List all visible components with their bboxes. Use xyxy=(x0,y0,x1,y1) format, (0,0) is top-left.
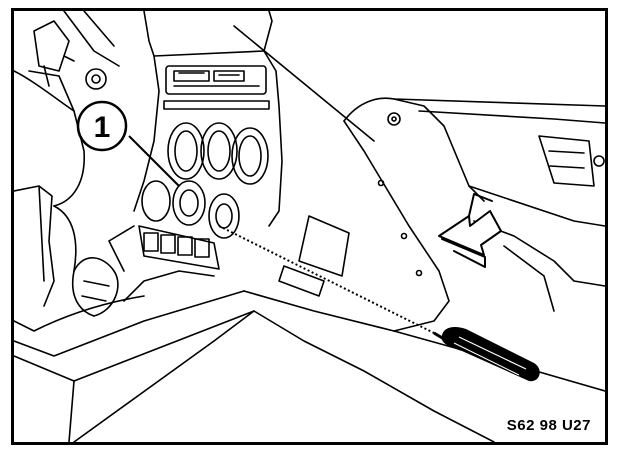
release-path-line xyxy=(218,225,435,334)
center-console xyxy=(108,11,283,272)
callout-1: 1 xyxy=(76,100,180,187)
trim-line xyxy=(233,25,375,142)
illustration-frame: 1 S62 98 U27 xyxy=(11,8,608,445)
gear-shift-tunnel xyxy=(14,185,255,442)
callout-number: 1 xyxy=(94,111,111,144)
dashboard-drawing: 1 xyxy=(14,11,605,442)
lower-panel-cover xyxy=(73,215,605,442)
figure-reference-code: S62 98 U27 xyxy=(504,417,593,434)
glovebox-panel xyxy=(343,97,605,332)
removal-arrow xyxy=(438,193,502,268)
screwdriver xyxy=(433,327,540,382)
